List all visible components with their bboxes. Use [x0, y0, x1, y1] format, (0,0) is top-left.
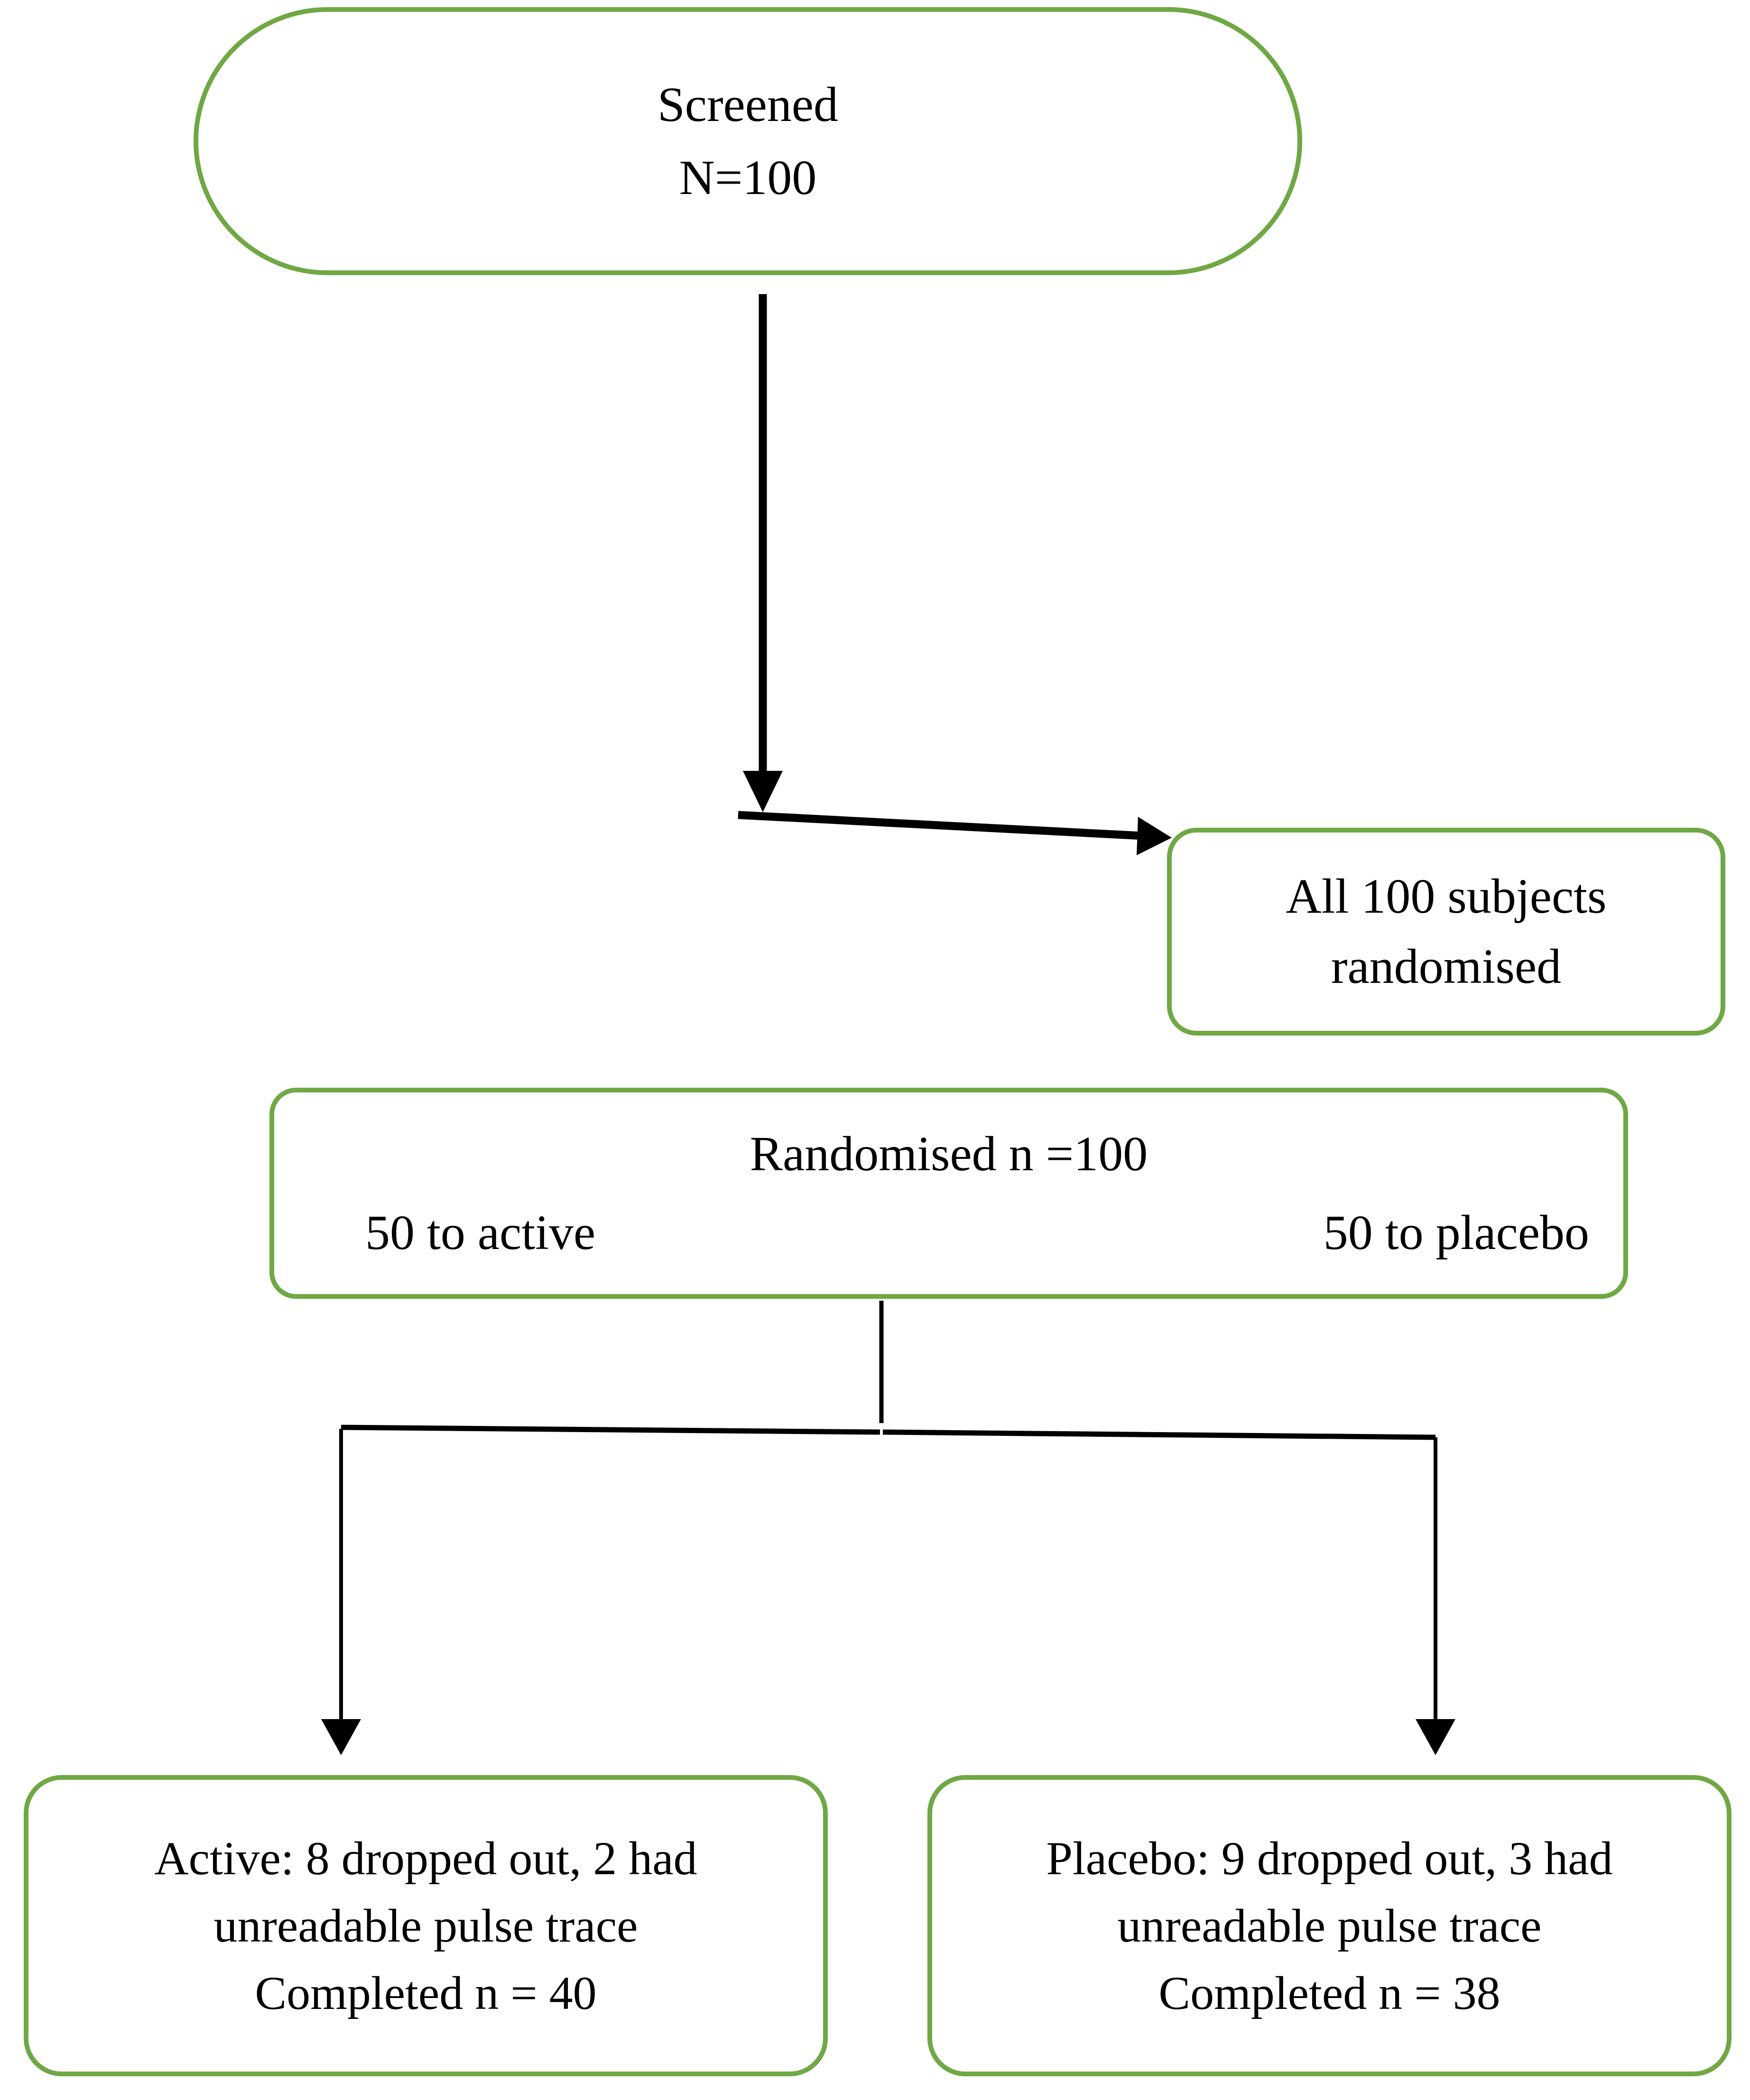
node-screened-line-1: Screened	[657, 77, 839, 132]
connector-randomised-split	[321, 1301, 1455, 1755]
node-active-line-1: Active: 8 dropped out, 2 had	[154, 1832, 697, 1885]
randomised-arm-active-label: 50 to active	[365, 1205, 596, 1260]
node-randomised[interactable]: Randomised n =100 50 to active 50 to pla…	[269, 1088, 1628, 1299]
node-active-line-2: unreadable pulse trace	[213, 1899, 638, 1952]
randomised-arm-row: 50 to active 50 to placebo	[295, 1198, 1602, 1268]
node-active-line-3: Completed n = 40	[255, 1966, 597, 2019]
node-all-randomised-line-1: All 100 subjects	[1286, 869, 1607, 924]
arrow-junction-to-all-randomised	[738, 811, 1172, 855]
node-all-randomised-line-2: randomised	[1331, 939, 1562, 994]
node-placebo-outcome[interactable]: Placebo: 9 dropped out, 3 had unreadable…	[927, 1775, 1731, 2076]
randomised-arm-placebo-label: 50 to placebo	[1323, 1205, 1589, 1260]
node-active-outcome[interactable]: Active: 8 dropped out, 2 had unreadable …	[24, 1775, 828, 2076]
node-placebo-line-1: Placebo: 9 dropped out, 3 had	[1046, 1832, 1613, 1885]
randomised-total-label: Randomised n =100	[750, 1126, 1148, 1181]
node-all-randomised[interactable]: All 100 subjects randomised	[1167, 828, 1725, 1036]
node-placebo-line-2: unreadable pulse trace	[1117, 1899, 1542, 1952]
node-placebo-line-3: Completed n = 38	[1158, 1966, 1500, 2019]
node-screened-line-2: N=100	[679, 150, 817, 205]
arrow-screened-down	[743, 294, 783, 812]
node-screened[interactable]: Screened N=100	[194, 7, 1302, 275]
